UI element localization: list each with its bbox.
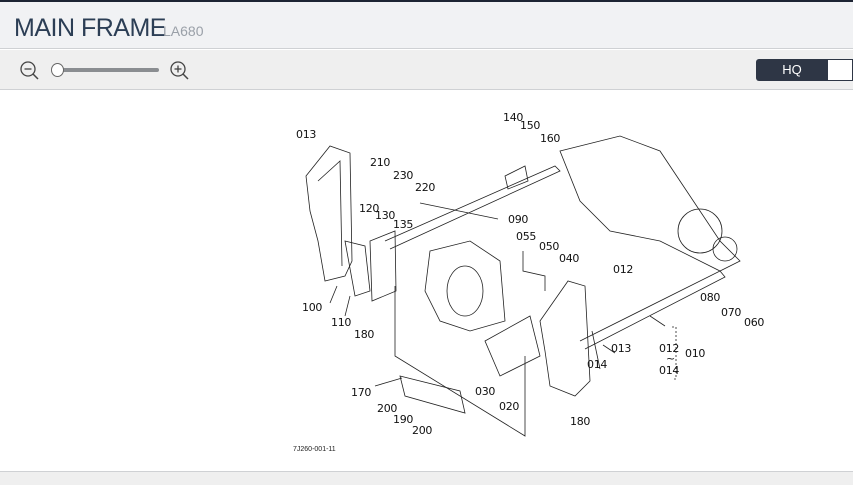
- callout-013[interactable]: 013: [611, 342, 632, 355]
- callout-090[interactable]: 090: [508, 213, 529, 226]
- callout-range-tilde: ~: [666, 352, 675, 365]
- page-title: MAIN FRAME: [14, 14, 166, 42]
- zoom-slider-track[interactable]: [55, 68, 159, 72]
- callout-055[interactable]: 055: [516, 230, 537, 243]
- parts-diagram[interactable]: 013 210 230 220 120 130 135 090 140 150 …: [0, 91, 853, 471]
- main-frame-drawing: [305, 135, 741, 437]
- callout-050[interactable]: 050: [539, 240, 560, 253]
- callout-150[interactable]: 150: [520, 119, 541, 132]
- callout-013[interactable]: 013: [296, 128, 317, 141]
- callout-012[interactable]: 012: [613, 263, 634, 276]
- callout-190[interactable]: 190: [393, 413, 414, 426]
- callout-210[interactable]: 210: [370, 156, 391, 169]
- zoom-slider-thumb[interactable]: [51, 63, 64, 77]
- callout-012-range-start[interactable]: 012: [659, 342, 680, 355]
- diagram-code: 7J260-001-11: [293, 446, 336, 453]
- callout-200[interactable]: 200: [377, 402, 398, 415]
- hq-toggle-button[interactable]: HQ: [756, 59, 828, 81]
- callout-140[interactable]: 140: [503, 111, 524, 124]
- callout-180[interactable]: 180: [354, 328, 375, 341]
- callout-160[interactable]: 160: [540, 132, 561, 145]
- zoom-out-icon[interactable]: [18, 59, 40, 81]
- zoom-slider[interactable]: [51, 63, 160, 77]
- callout-070[interactable]: 070: [721, 306, 742, 319]
- standard-quality-toggle[interactable]: [828, 59, 853, 81]
- callout-200[interactable]: 200: [412, 424, 433, 437]
- callout-120[interactable]: 120: [359, 202, 380, 215]
- callout-180[interactable]: 180: [570, 415, 591, 428]
- callout-130[interactable]: 130: [375, 209, 396, 222]
- callout-060[interactable]: 060: [744, 316, 765, 329]
- page-header: MAIN FRAME LA680: [0, 2, 853, 49]
- callout-040[interactable]: 040: [559, 252, 580, 265]
- bottom-bar: [0, 471, 853, 485]
- callout-170[interactable]: 170: [351, 386, 372, 399]
- model-label: LA680: [163, 23, 204, 39]
- callout-135[interactable]: 135: [393, 218, 414, 231]
- callout-110[interactable]: 110: [331, 316, 352, 329]
- viewer-toolbar: HQ: [0, 50, 853, 90]
- zoom-in-icon[interactable]: [168, 59, 190, 81]
- callout-080[interactable]: 080: [700, 291, 721, 304]
- callout-230[interactable]: 230: [393, 169, 414, 182]
- callout-010[interactable]: 010: [685, 347, 706, 360]
- callout-020[interactable]: 020: [499, 400, 520, 413]
- callout-030[interactable]: 030: [475, 385, 496, 398]
- callout-220[interactable]: 220: [415, 181, 436, 194]
- callout-100[interactable]: 100: [302, 301, 323, 314]
- callout-014-range-end[interactable]: 014: [659, 364, 680, 377]
- callout-014[interactable]: 014: [587, 358, 608, 371]
- top-border: [0, 0, 853, 2]
